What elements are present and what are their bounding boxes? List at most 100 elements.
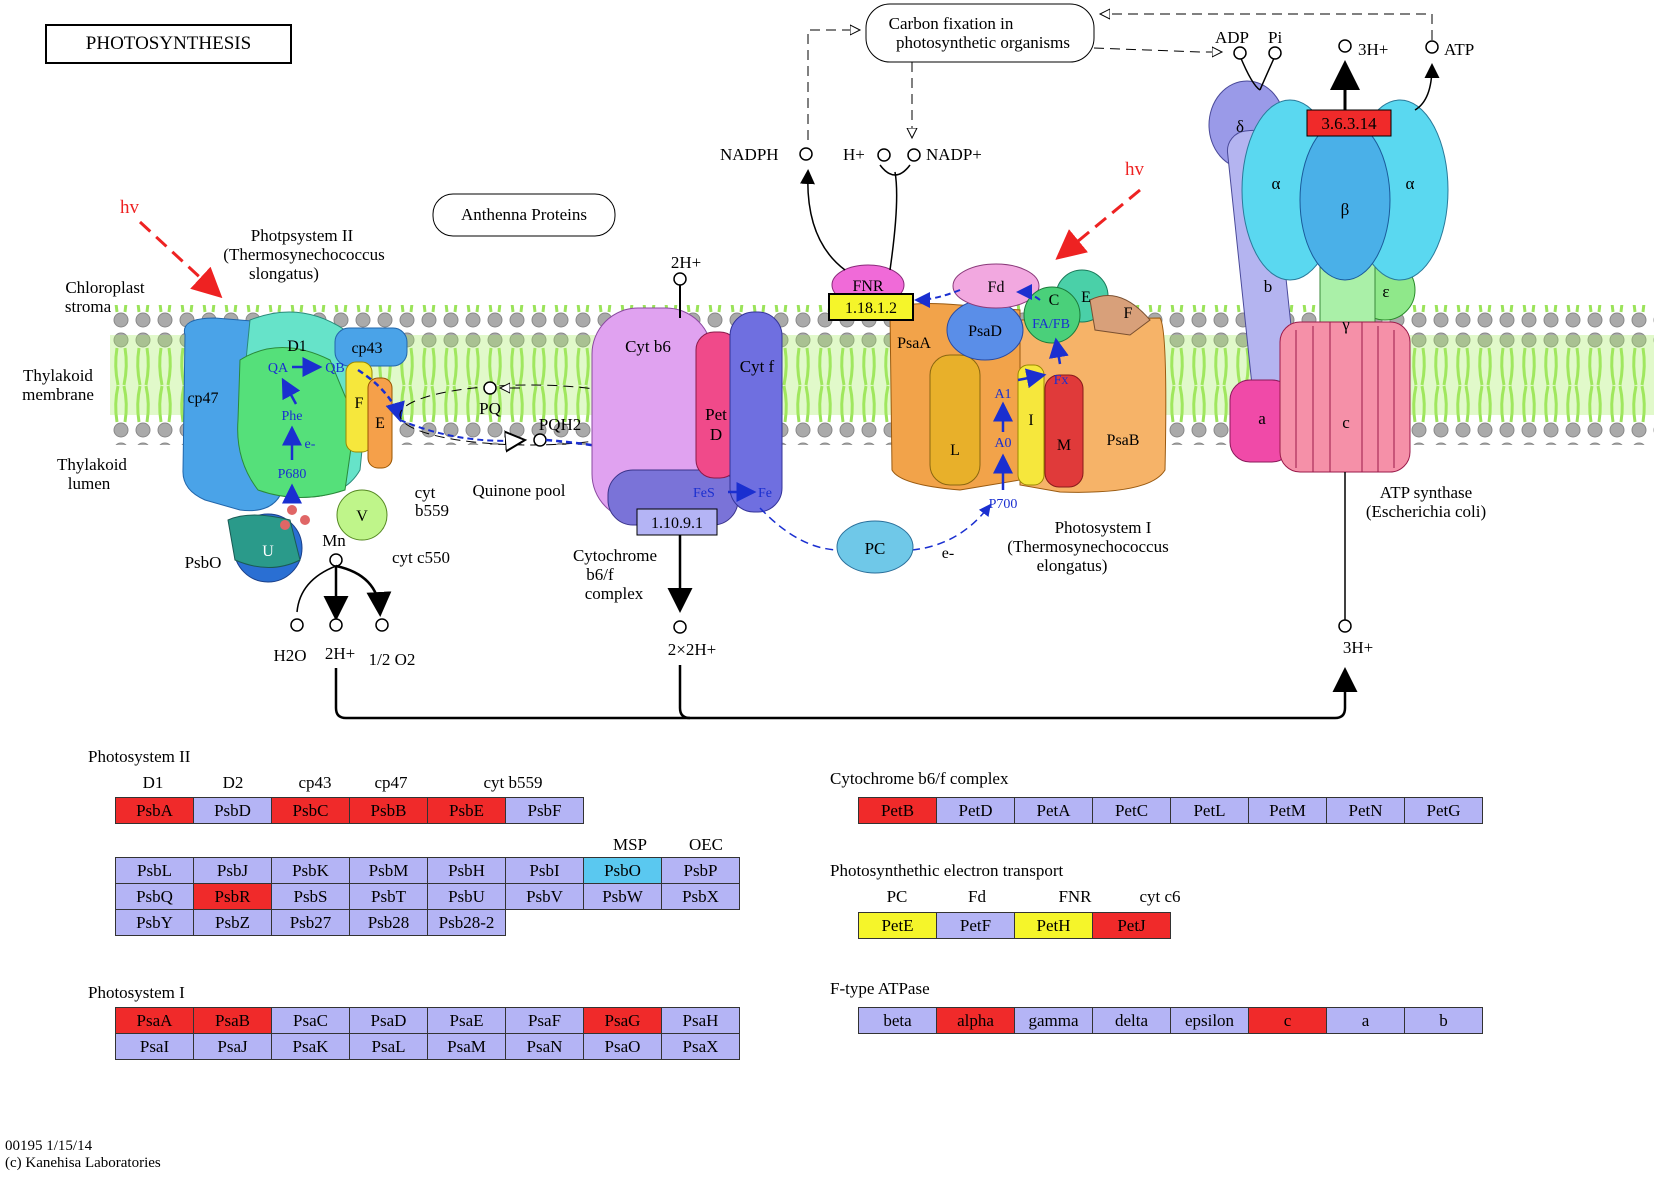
o2-label: 1/2 O2 bbox=[369, 650, 416, 669]
pc-protein[interactable] bbox=[836, 520, 914, 574]
gene-box[interactable]: PsbY bbox=[115, 909, 194, 936]
ps1-caption: (Thermosynechococcus bbox=[1007, 537, 1168, 556]
gene-box[interactable]: PsbA bbox=[115, 797, 194, 824]
gene-box[interactable]: PsaJ bbox=[193, 1033, 272, 1060]
ec-1.10.9.1[interactable] bbox=[636, 508, 718, 536]
svg-text:γ: γ bbox=[1341, 315, 1350, 334]
gene-box[interactable]: Psb28 bbox=[349, 909, 428, 936]
gene-box[interactable]: PetG bbox=[1404, 797, 1483, 824]
gene-box[interactable]: PsbZ bbox=[193, 909, 272, 936]
gene-box[interactable]: PsaK bbox=[271, 1033, 350, 1060]
gene-box[interactable]: PsaI bbox=[115, 1033, 194, 1060]
psal-protein bbox=[929, 354, 981, 486]
gene-box[interactable]: epsilon bbox=[1170, 1007, 1249, 1034]
gene-box[interactable]: PsbW bbox=[583, 883, 662, 910]
gene-box[interactable]: PsaX bbox=[661, 1033, 740, 1060]
gene-box[interactable]: PsaH bbox=[661, 1007, 740, 1034]
gene-box[interactable]: alpha bbox=[936, 1007, 1015, 1034]
gene-box[interactable]: Psb28-2 bbox=[427, 909, 506, 936]
gene-box[interactable]: PsbE bbox=[427, 797, 506, 824]
gene-box[interactable]: PsaM bbox=[427, 1033, 506, 1060]
ec-3.6.3.14[interactable] bbox=[1306, 109, 1392, 137]
svg-text:1.18.1.2: 1.18.1.2 bbox=[845, 300, 897, 317]
svg-text:Quinone pool: Quinone pool bbox=[472, 481, 565, 500]
svg-text:cp47: cp47 bbox=[187, 390, 218, 407]
gene-box[interactable]: PetD bbox=[936, 797, 1015, 824]
gene-box[interactable]: gamma bbox=[1014, 1007, 1093, 1034]
gene-box[interactable]: c bbox=[1248, 1007, 1327, 1034]
gene-box[interactable]: PetM bbox=[1248, 797, 1327, 824]
svg-text:b: b bbox=[1264, 277, 1273, 296]
gene-box[interactable]: PsbS bbox=[271, 883, 350, 910]
cytb6f-gene-row: PetB PetD PetA PetC PetL PetM PetN PetG bbox=[858, 797, 1483, 824]
svg-text:C: C bbox=[1049, 292, 1060, 309]
atp-synthase[interactable]: 3.6.3.14 δ α α β γ ε b a c bbox=[1208, 80, 1449, 473]
gene-box[interactable]: PsbX bbox=[661, 883, 740, 910]
photosystem-i[interactable]: FNR 1.18.1.2 Fd E F PsaD C PsaA L I M Ps… bbox=[828, 263, 1167, 512]
gene-box[interactable]: PetA bbox=[1014, 797, 1093, 824]
gene-box[interactable]: PsaE bbox=[427, 1007, 506, 1034]
carbon-fixation-link[interactable]: Carbon fixation in photosynthetic organi… bbox=[865, 3, 1095, 63]
gene-box[interactable]: PsaB bbox=[193, 1007, 272, 1034]
ps2-group-title: Photosystem II bbox=[88, 747, 191, 766]
gene-box[interactable]: PsbM bbox=[349, 857, 428, 884]
photosystem-ii[interactable]: cp47 D1 cp43 F E V U QA QB Phe e- P680 bbox=[182, 311, 408, 583]
gene-box[interactable]: PsbK bbox=[271, 857, 350, 884]
gene-box[interactable]: PetJ bbox=[1092, 912, 1171, 939]
gene-box[interactable]: PsaA bbox=[115, 1007, 194, 1034]
svg-text:Carbon fixation in: Carbon fixation in bbox=[889, 14, 1014, 33]
gene-box[interactable]: beta bbox=[858, 1007, 937, 1034]
cytf-protein bbox=[729, 311, 783, 513]
svg-text:NADP+: NADP+ bbox=[926, 145, 982, 164]
gene-box[interactable]: PsaD bbox=[349, 1007, 428, 1034]
gene-box[interactable]: PsbO bbox=[583, 857, 662, 884]
map-title: PHOTOSYNTHESIS bbox=[45, 24, 292, 64]
gene-box[interactable]: PsbT bbox=[349, 883, 428, 910]
gene-box[interactable]: PetN bbox=[1326, 797, 1405, 824]
gene-box[interactable]: PsbQ bbox=[115, 883, 194, 910]
svg-text:Pet: Pet bbox=[705, 405, 727, 424]
ps2-gene-grid: PsbL PsbJ PsbK PsbM PsbH PsbI PsbO PsbP … bbox=[115, 857, 740, 936]
gene-box[interactable]: PetB bbox=[858, 797, 937, 824]
gene-box[interactable]: PetH bbox=[1014, 912, 1093, 939]
gene-box[interactable]: PsbB bbox=[349, 797, 428, 824]
gene-box[interactable]: PsaF bbox=[505, 1007, 584, 1034]
gene-box[interactable]: PetC bbox=[1092, 797, 1171, 824]
gene-box[interactable]: PsbR bbox=[193, 883, 272, 910]
gene-box[interactable]: PsbL bbox=[115, 857, 194, 884]
cytochrome-b6f[interactable]: Cyt b6 Pet D Cyt f FeS Fe 1.10.9.1 bbox=[591, 307, 783, 536]
gene-box[interactable]: PsbV bbox=[505, 883, 584, 910]
svg-text:cyt c550: cyt c550 bbox=[392, 548, 450, 567]
region-label: Chloroplast bbox=[65, 278, 145, 297]
gene-sublabel: PC bbox=[886, 887, 908, 906]
gene-box[interactable]: PsaG bbox=[583, 1007, 662, 1034]
gene-box[interactable]: PsbC bbox=[271, 797, 350, 824]
gene-box[interactable]: PsbI bbox=[505, 857, 584, 884]
gene-box[interactable]: PsaC bbox=[271, 1007, 350, 1034]
svg-text:PC: PC bbox=[865, 539, 886, 558]
atpase-gene-row: beta alpha gamma delta epsilon c a b bbox=[858, 1007, 1483, 1034]
svg-text:P680: P680 bbox=[278, 467, 307, 482]
gene-box[interactable]: PsaO bbox=[583, 1033, 662, 1060]
gene-box[interactable]: a bbox=[1326, 1007, 1405, 1034]
gene-box[interactable]: PetF bbox=[936, 912, 1015, 939]
gene-box[interactable]: PsaN bbox=[505, 1033, 584, 1060]
gene-box[interactable]: PsbP bbox=[661, 857, 740, 884]
antenna-proteins-box[interactable] bbox=[432, 193, 616, 237]
gene-box[interactable]: PetE bbox=[858, 912, 937, 939]
gene-box[interactable]: PsbU bbox=[427, 883, 506, 910]
gene-box[interactable]: PetL bbox=[1170, 797, 1249, 824]
gene-box[interactable]: delta bbox=[1092, 1007, 1171, 1034]
gene-box[interactable]: Psb27 bbox=[271, 909, 350, 936]
gene-box[interactable]: PsbF bbox=[505, 797, 584, 824]
ps1-caption: Photosystem I bbox=[1055, 518, 1152, 537]
gene-box[interactable]: PsbD bbox=[193, 797, 272, 824]
gene-box[interactable]: b bbox=[1404, 1007, 1483, 1034]
h-label: 2H+ bbox=[325, 644, 355, 663]
gene-box[interactable]: PsbJ bbox=[193, 857, 272, 884]
gene-box[interactable]: PsaL bbox=[349, 1033, 428, 1060]
antenna-proteins-label: Anthenna Proteins bbox=[461, 205, 587, 224]
ec-1.18.1.2[interactable] bbox=[828, 293, 914, 321]
gene-box[interactable]: PsbH bbox=[427, 857, 506, 884]
svg-text:FA/FB: FA/FB bbox=[1032, 317, 1070, 332]
